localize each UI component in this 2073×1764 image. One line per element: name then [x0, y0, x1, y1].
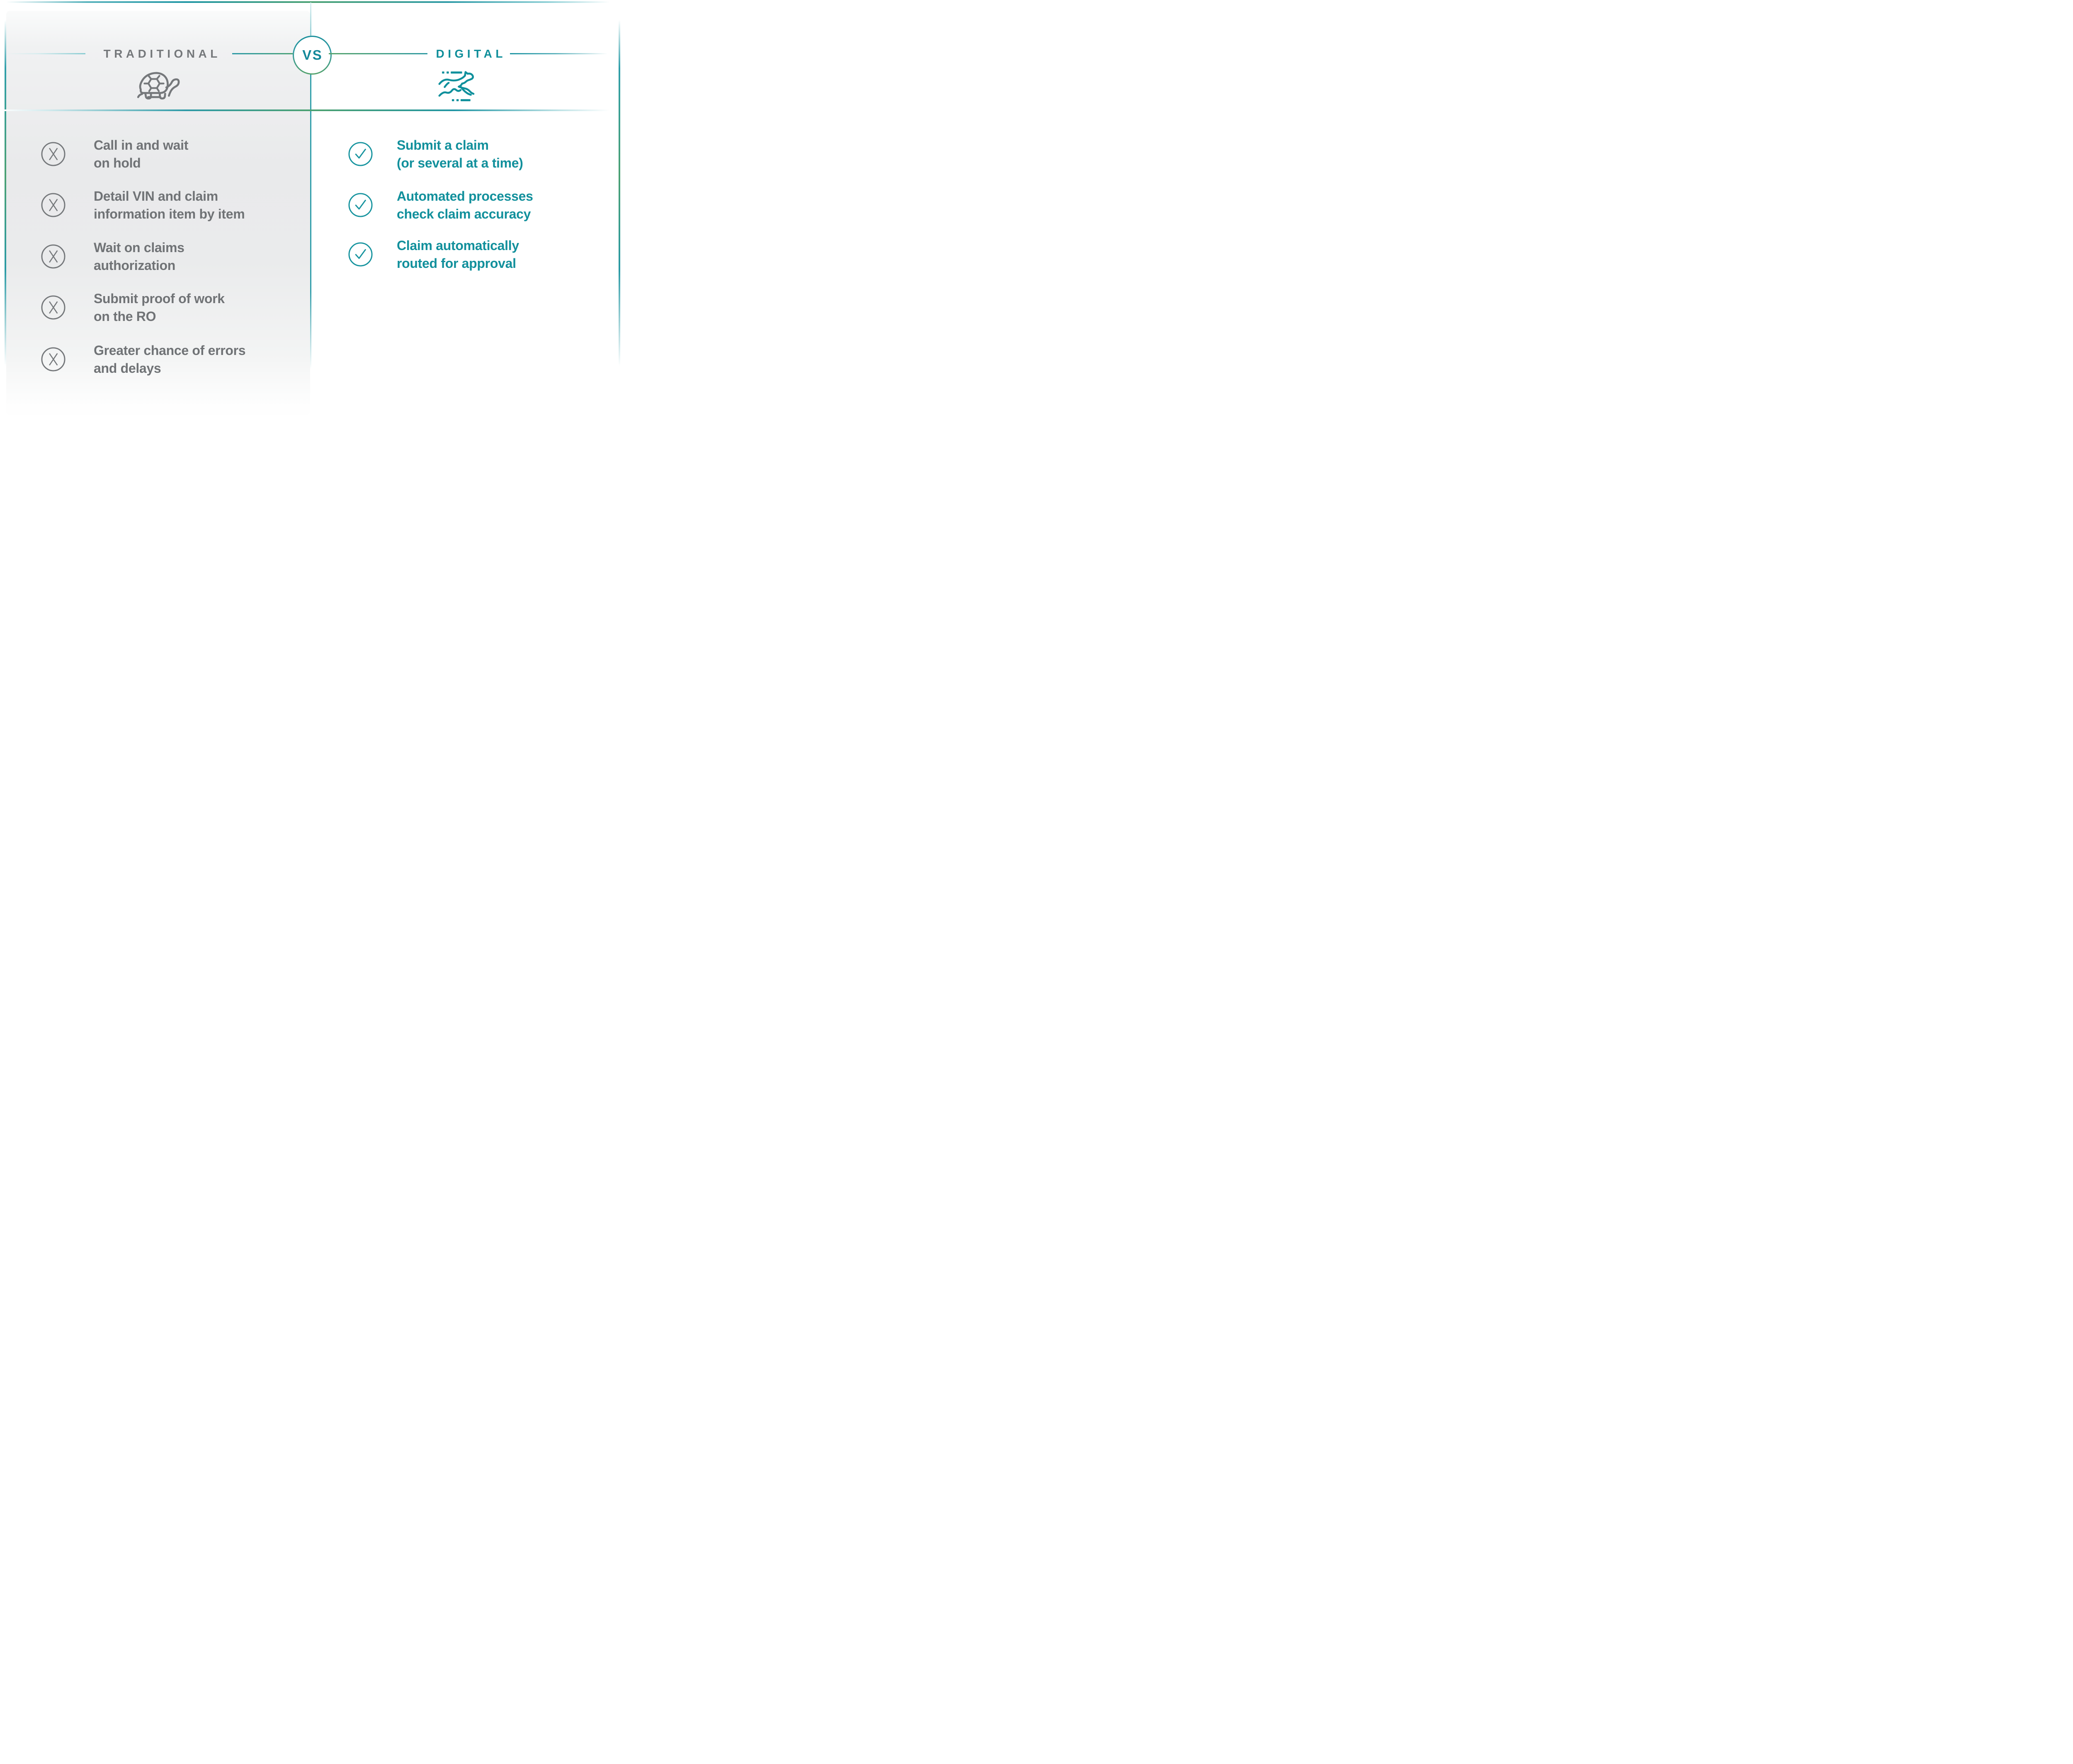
vs-badge: VS — [293, 36, 332, 75]
item-text: Call in and wait on hold — [94, 136, 188, 172]
top-gradient-bar — [0, 1, 622, 3]
list-item: Submit proof of work on the RO — [41, 290, 225, 325]
header-rule-before-vs — [232, 53, 293, 55]
check-circle-icon — [348, 192, 373, 218]
left-edge-accent-line — [5, 20, 6, 366]
check-circle-icon — [348, 242, 373, 267]
list-item: Submit a claim (or several at a time) — [348, 136, 523, 172]
speed-dashes — [442, 71, 471, 102]
list-item: Call in and wait on hold — [41, 136, 188, 172]
item-line: routed for approval — [397, 255, 516, 271]
center-divider-top — [310, 2, 312, 36]
x-circle-icon — [41, 347, 66, 372]
item-line: on the RO — [94, 309, 156, 324]
right-edge-accent-line — [619, 20, 620, 366]
item-text: Greater chance of errors and delays — [94, 342, 246, 377]
item-text: Detail VIN and claim information item by… — [94, 187, 245, 223]
header-rule-right — [510, 53, 612, 55]
x-circle-icon — [41, 295, 66, 320]
vs-label: VS — [302, 47, 323, 63]
item-line: Wait on claims — [94, 240, 184, 255]
item-line: Detail VIN and claim — [94, 189, 218, 204]
center-divider-bottom — [310, 72, 312, 369]
turtle-icon — [136, 71, 183, 102]
item-text: Claim automatically routed for approval — [397, 237, 519, 272]
list-item: Detail VIN and claim information item by… — [41, 187, 245, 223]
item-line: (or several at a time) — [397, 155, 523, 170]
item-text: Submit proof of work on the RO — [94, 290, 225, 325]
list-item: Wait on claims authorization — [41, 239, 184, 274]
item-line: Automated processes — [397, 189, 533, 204]
header-rule-after-vs — [329, 53, 427, 55]
digital-heading: DIGITAL — [436, 47, 506, 60]
check-circle-icon — [348, 141, 373, 167]
item-line: Submit proof of work — [94, 291, 225, 306]
x-circle-icon — [41, 192, 66, 218]
list-item: Greater chance of errors and delays — [41, 342, 246, 377]
item-line: Greater chance of errors — [94, 343, 246, 358]
item-text: Automated processes check claim accuracy — [397, 187, 533, 223]
header-rule-left — [6, 53, 85, 55]
item-text: Wait on claims authorization — [94, 239, 184, 274]
item-line: information item by item — [94, 206, 245, 221]
traditional-vs-digital-infographic: TRADITIONAL VS DIGITAL — [0, 0, 622, 441]
item-line: on hold — [94, 155, 141, 170]
item-line: check claim accuracy — [397, 206, 531, 221]
item-line: Claim automatically — [397, 238, 519, 253]
item-line: authorization — [94, 258, 175, 273]
item-text: Submit a claim (or several at a time) — [397, 136, 523, 172]
header-divider-line — [0, 109, 622, 111]
item-line: and delays — [94, 360, 161, 376]
x-circle-icon — [41, 141, 66, 167]
list-item: Claim automatically routed for approval — [348, 237, 519, 272]
list-item: Automated processes check claim accuracy — [348, 187, 533, 223]
traditional-heading: TRADITIONAL — [103, 47, 221, 60]
x-circle-icon — [41, 244, 66, 269]
item-line: Call in and wait — [94, 138, 189, 153]
cheetah-icon — [438, 69, 491, 104]
item-line: Submit a claim — [397, 138, 489, 153]
